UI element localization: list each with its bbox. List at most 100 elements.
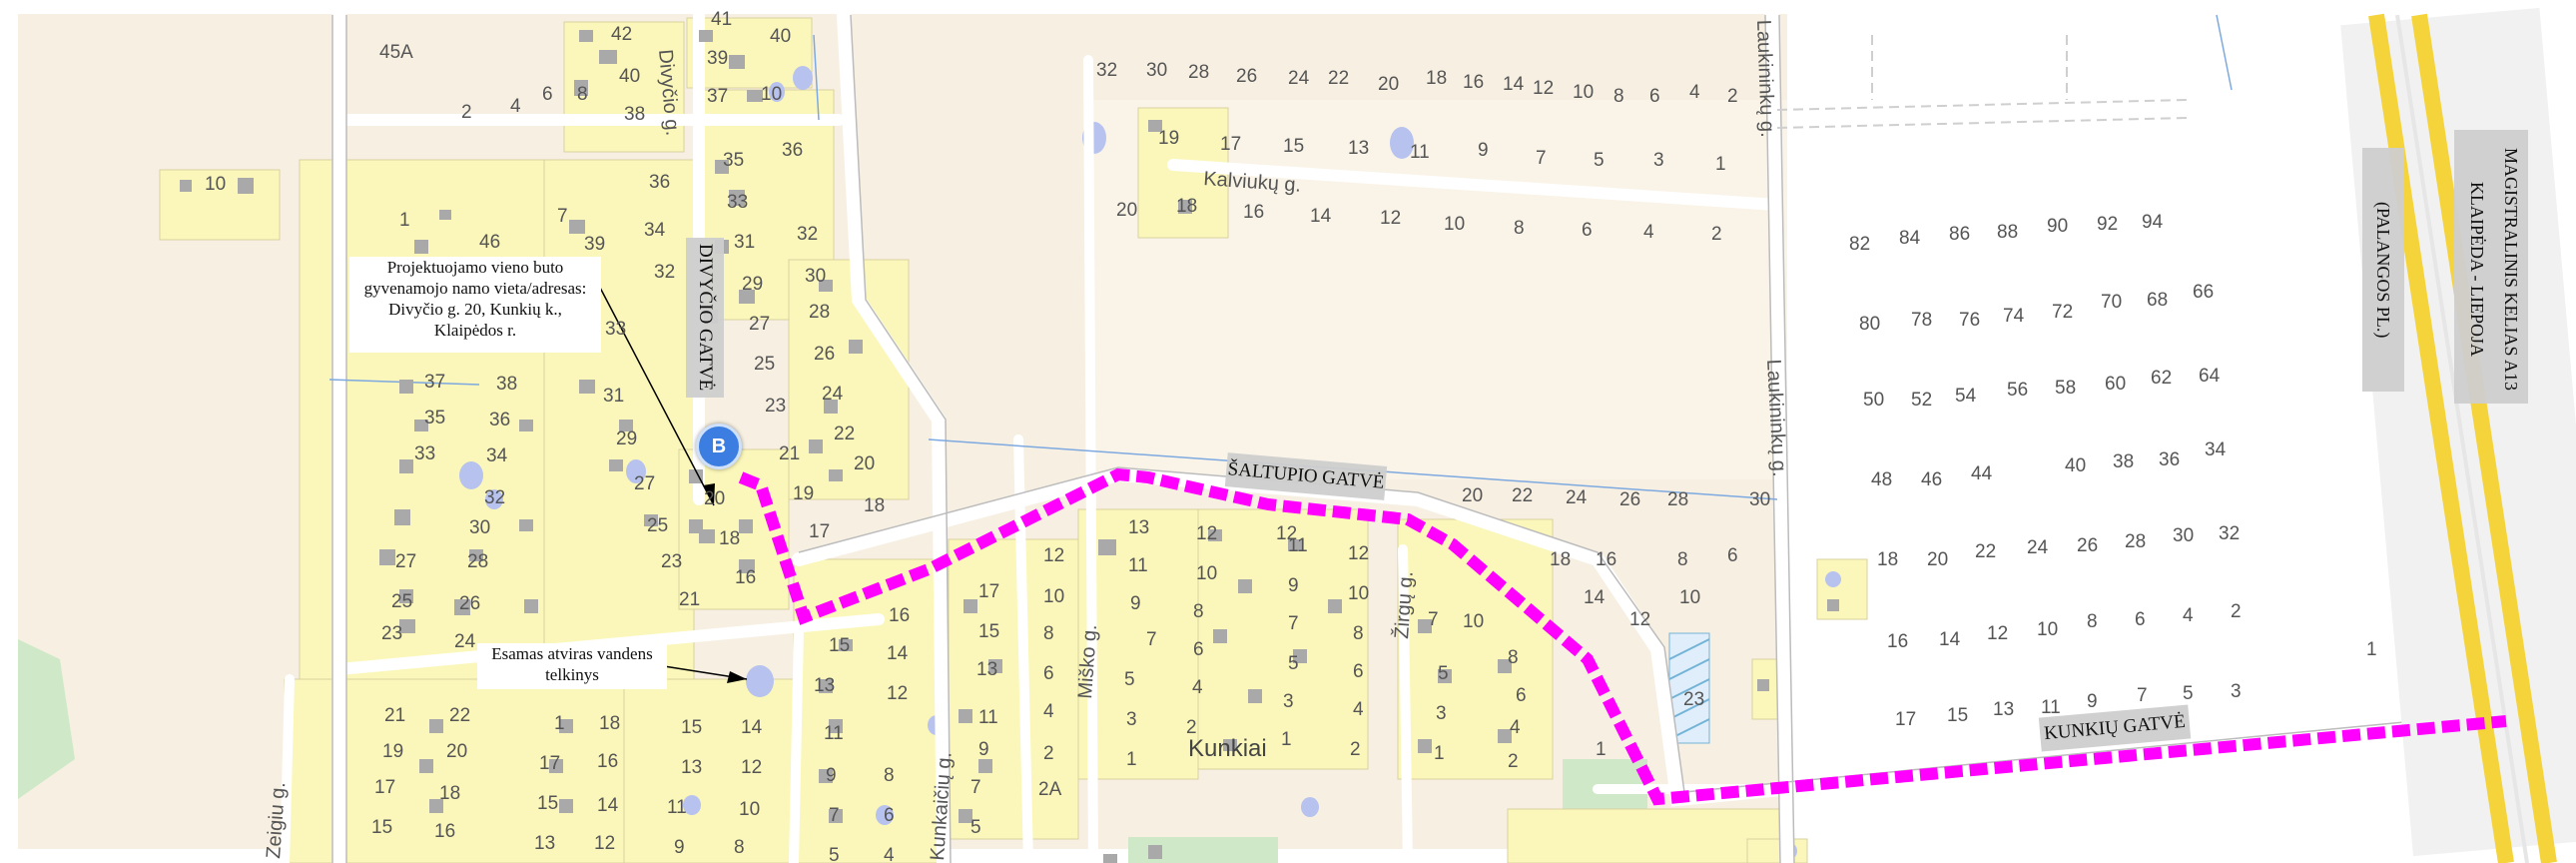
house-number: 5 <box>1288 653 1299 674</box>
town-label: Kunkiai <box>1188 735 1267 762</box>
house-number: 4 <box>1510 717 1521 738</box>
house-number: 9 <box>1130 593 1141 614</box>
house-number: 28 <box>2125 531 2146 552</box>
house-number: 3 <box>1126 709 1137 730</box>
house-number: 74 <box>2003 306 2025 327</box>
route-line <box>738 467 2507 806</box>
house-numbers: 45A 42 41 40 40 39 37 38 10 8 6 4 2 35 3… <box>205 9 2377 863</box>
house-number: 94 <box>2142 212 2164 233</box>
street-label-laukininku-g-north: Laukininkų g. <box>1752 19 1778 138</box>
project-note-line2: gyvenamojo namo vieta/adresas: <box>363 279 587 298</box>
house-number: 18 <box>1176 196 1197 217</box>
house-number: 18 <box>1550 549 1571 570</box>
house-number: 12 <box>1533 78 1554 99</box>
house-number: 2 <box>1711 224 1722 245</box>
house-number: 12 <box>1380 208 1401 229</box>
house-number: 20 <box>1378 74 1399 95</box>
house-number: 3 <box>1283 691 1294 712</box>
house-number: 10 <box>1196 563 1217 584</box>
house-number: 16 <box>434 821 455 842</box>
house-number: 70 <box>2101 292 2122 313</box>
location-marker-b[interactable]: B <box>696 424 742 469</box>
house-number: 32 <box>797 224 818 245</box>
house-number: 11 <box>824 723 844 744</box>
house-number: 9 <box>1478 140 1489 161</box>
house-number: 14 <box>1939 629 1961 650</box>
house-number: 20 <box>446 741 467 762</box>
house-number: 15 <box>537 793 558 814</box>
house-number: 32 <box>484 487 505 508</box>
house-number: 27 <box>749 314 770 335</box>
house-number: 1 <box>1281 729 1292 750</box>
house-number: 40 <box>619 66 640 87</box>
house-number: 12 <box>1276 523 1297 544</box>
house-number: 9 <box>2087 691 2098 712</box>
water-note-line2: telkinys <box>545 665 599 684</box>
house-number: 13 <box>1993 699 2014 720</box>
house-number: 45A <box>379 42 413 63</box>
house-number: 21 <box>384 705 405 726</box>
house-number: 10 <box>1444 214 1465 235</box>
house-number: 31 <box>734 232 755 253</box>
house-number: 18 <box>599 713 620 734</box>
pond-main <box>746 665 774 697</box>
house-number: 34 <box>644 220 666 241</box>
house-number: 5 <box>1438 663 1449 684</box>
house-number: 80 <box>1859 314 1880 335</box>
house-number: 92 <box>2097 214 2118 235</box>
house-number: 11 <box>667 797 687 818</box>
house-number: 6 <box>1649 86 1660 107</box>
house-number: 7 <box>1536 148 1547 169</box>
house-number: 17 <box>1220 134 1241 155</box>
house-number: 58 <box>2055 378 2076 399</box>
house-number: 3 <box>1653 150 1664 171</box>
house-number: 16 <box>597 751 618 772</box>
house-number: 2 <box>1186 717 1197 738</box>
street-label-magistralinis: MAGISTRALINIS KELIAS A13 KLAIPĖDA - LIEP… <box>2454 130 2528 404</box>
house-number: 20 <box>1927 549 1948 570</box>
house-number: 16 <box>735 567 756 588</box>
house-number: 12 <box>1987 623 2008 644</box>
house-number: 1 <box>1715 154 1726 175</box>
house-number: 34 <box>486 445 508 466</box>
house-number: 23 <box>1683 689 1704 710</box>
house-number: 36 <box>649 172 670 193</box>
house-number: 2 <box>1350 739 1361 760</box>
house-number: 9 <box>978 739 989 760</box>
house-number: 26 <box>1619 489 1640 510</box>
left-margin <box>0 0 18 863</box>
house-number: 4 <box>1689 82 1700 103</box>
house-number: 25 <box>391 591 412 612</box>
house-number: 17 <box>539 753 560 774</box>
house-number: 40 <box>2065 455 2086 476</box>
house-number: 8 <box>2087 611 2098 632</box>
house-number: 10 <box>1679 587 1700 608</box>
house-number: 12 <box>887 683 908 704</box>
house-number: 46 <box>479 232 500 253</box>
house-number: 6 <box>884 805 895 826</box>
house-number: 36 <box>489 410 510 431</box>
house-number: 78 <box>1911 310 1932 331</box>
house-number: 24 <box>454 631 476 652</box>
house-number: 6 <box>1193 639 1204 660</box>
house-number: 5 <box>1594 150 1605 171</box>
house-number: 3 <box>2231 681 2242 702</box>
street-label-zirgu-g: Žirgų g. <box>1390 570 1418 639</box>
house-number: 29 <box>742 274 763 295</box>
house-number: 27 <box>634 473 655 494</box>
house-number: 2 <box>1043 743 1054 764</box>
house-number: 1 <box>554 713 565 734</box>
house-number: 29 <box>616 429 637 449</box>
house-number: 10 <box>1463 611 1484 632</box>
house-number: 6 <box>1516 685 1527 706</box>
house-number: 15 <box>829 635 850 656</box>
house-number: 35 <box>424 408 445 429</box>
house-number: 15 <box>371 817 392 838</box>
buildings <box>180 30 1839 863</box>
house-number: 1 <box>399 210 410 231</box>
water-note-line1: Esamas atviras vandens <box>491 644 653 663</box>
house-number: 23 <box>661 551 682 572</box>
house-number: 26 <box>1236 66 1257 87</box>
house-number: 11 <box>2041 697 2061 718</box>
